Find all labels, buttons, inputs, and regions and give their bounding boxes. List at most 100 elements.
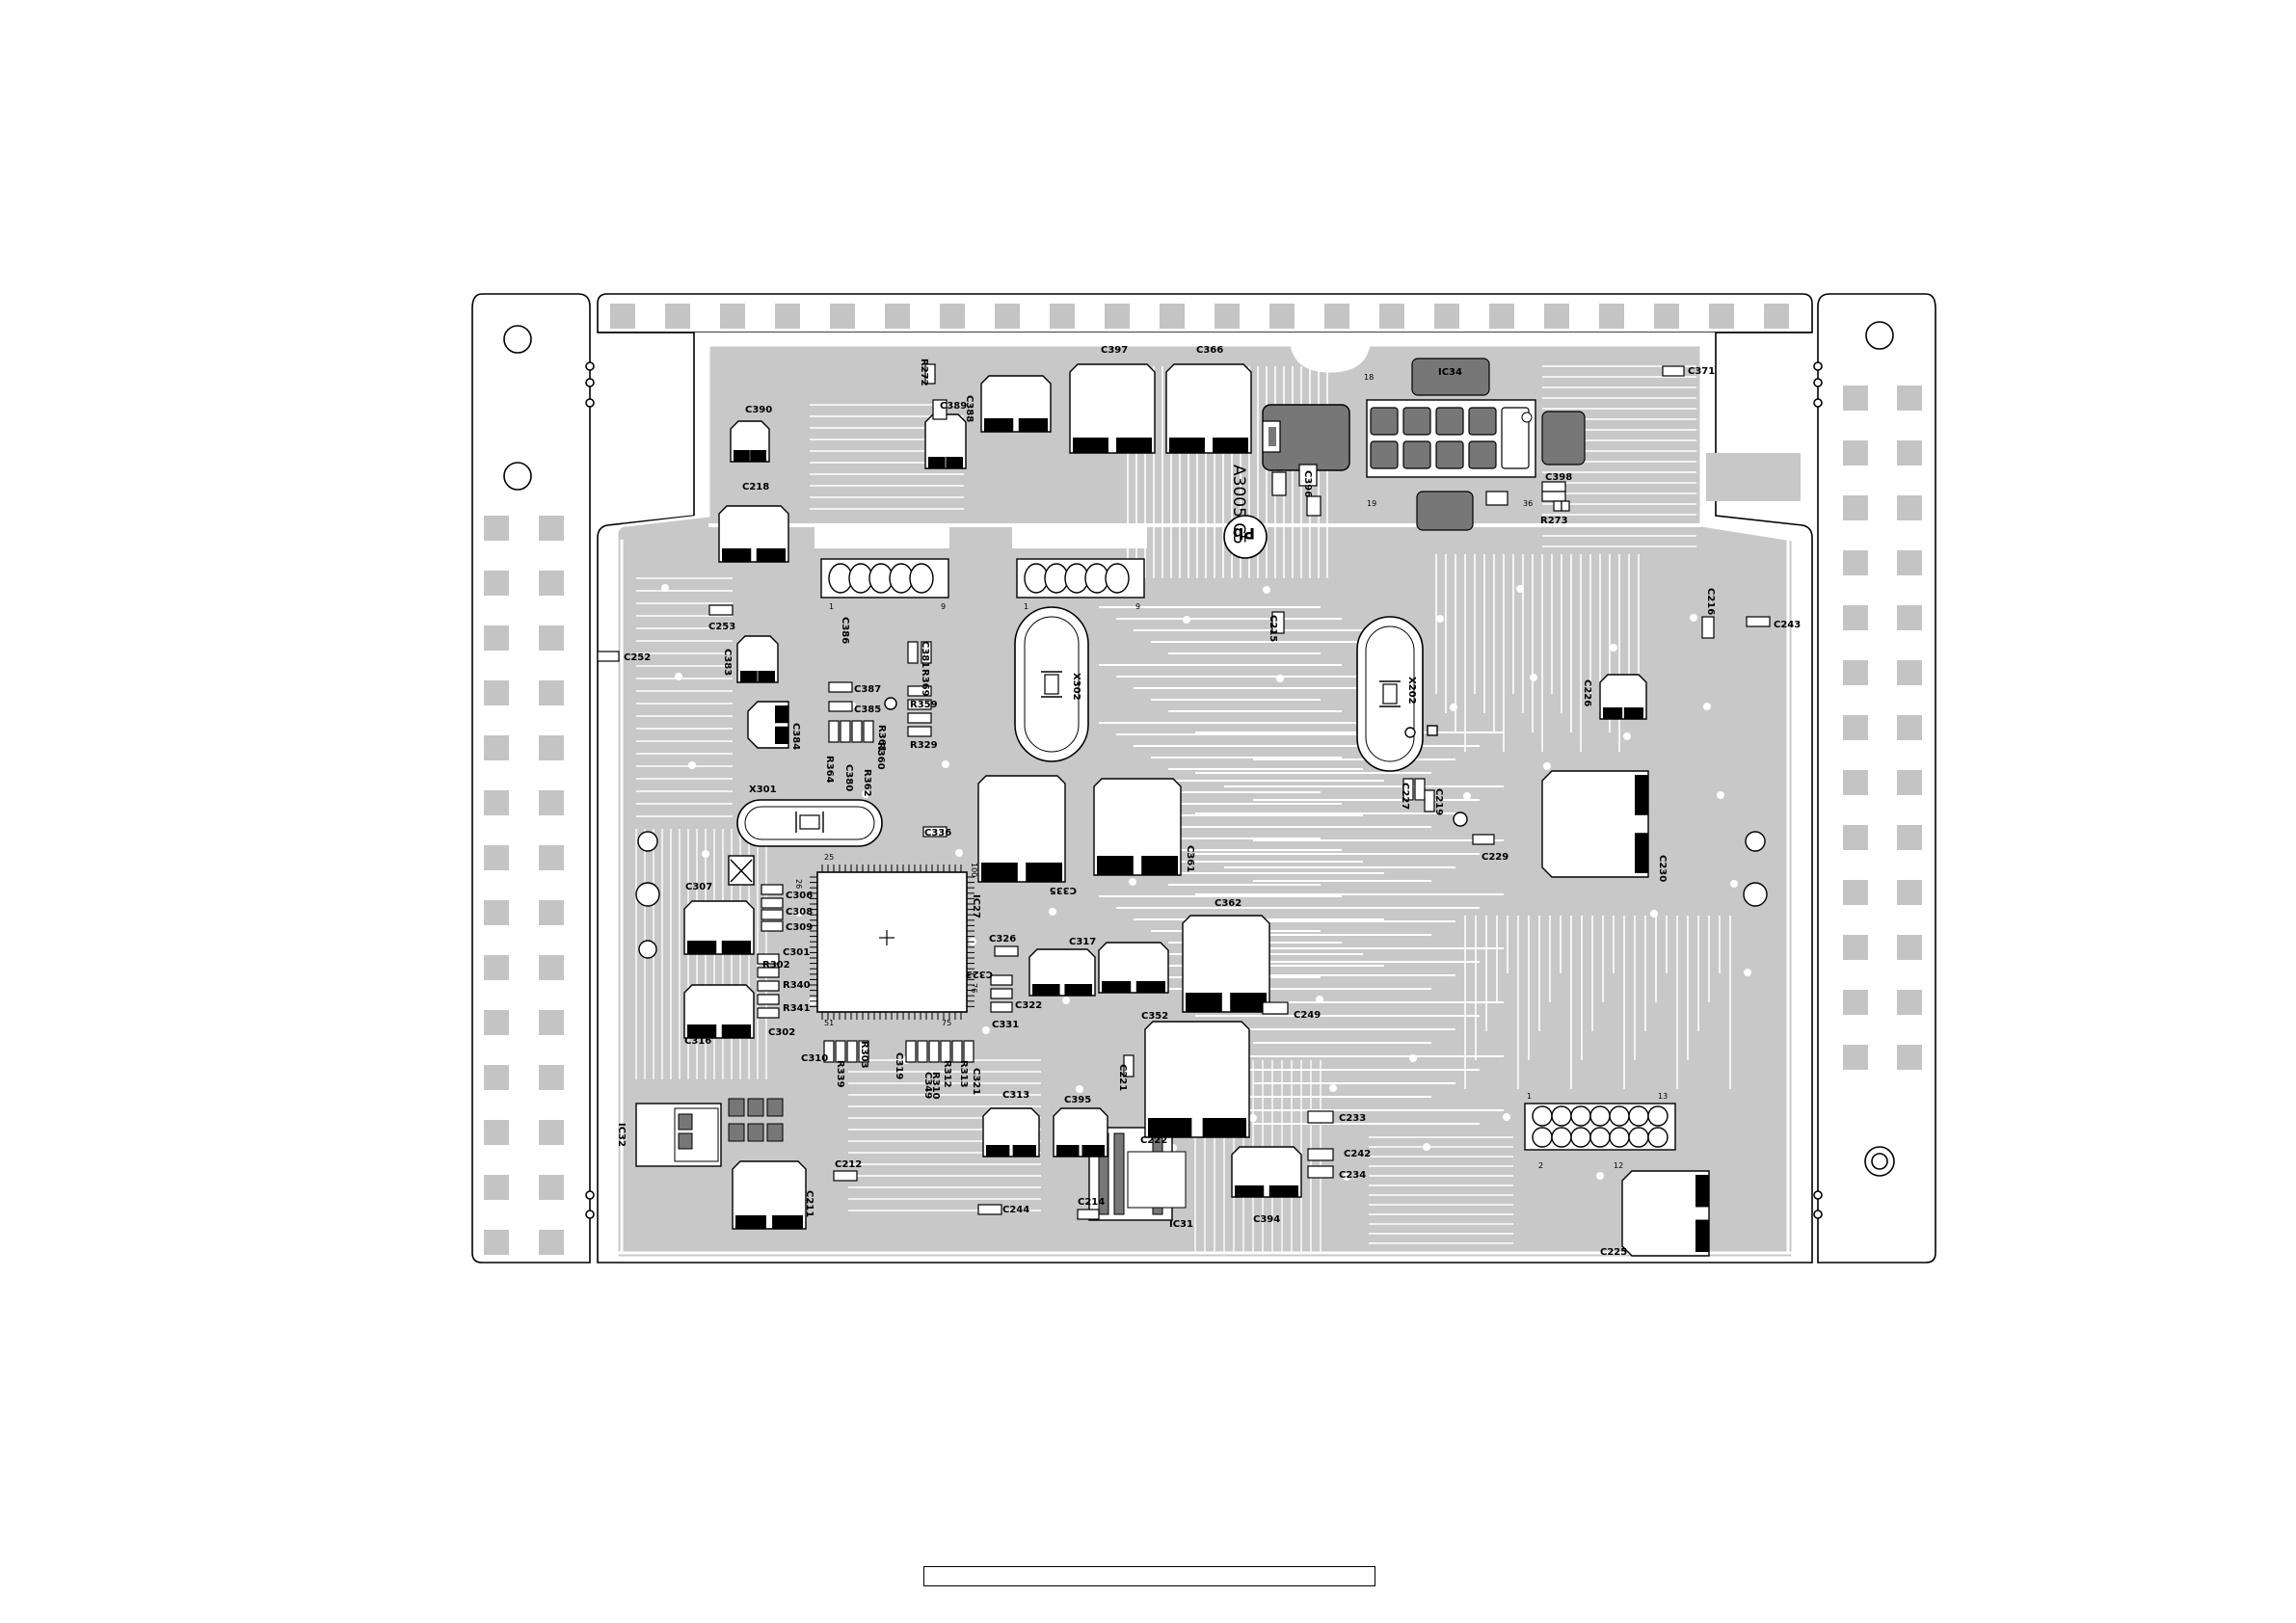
edge-pad xyxy=(484,845,509,870)
electrolytic-capacitor xyxy=(980,375,1052,433)
via-dot xyxy=(1276,675,1284,682)
capacitor-label: C229 xyxy=(1482,852,1508,863)
edge-pad xyxy=(1050,304,1075,329)
capacitor-body xyxy=(1165,363,1252,454)
capacitor-pad xyxy=(1026,863,1062,882)
smd-part xyxy=(1485,491,1508,506)
capacitor-label: C307 xyxy=(685,882,712,892)
edge-pad xyxy=(484,1120,509,1145)
edge-pad xyxy=(1897,770,1922,795)
edge-pad xyxy=(1897,1045,1922,1070)
capacitor-pad xyxy=(1056,1145,1080,1157)
edge-pad xyxy=(484,790,509,815)
capacitor-body xyxy=(1231,1146,1302,1198)
pin-marker: 12 xyxy=(1614,1161,1623,1170)
electrolytic-capacitor xyxy=(683,984,755,1039)
via-dot xyxy=(1409,1054,1417,1062)
edge-pad xyxy=(665,304,690,329)
via-dot xyxy=(1436,615,1444,623)
electrolytic-capacitor xyxy=(683,900,755,955)
edge-pad xyxy=(1843,495,1868,520)
ic27-qfp: IC27 25 26 51 75 76 100 xyxy=(794,853,981,1027)
pin-marker: 51 xyxy=(824,1019,834,1027)
via-dot xyxy=(1049,908,1056,916)
pin-marker: 1 xyxy=(1024,602,1028,611)
capacitor-label: C249 xyxy=(1294,1010,1321,1021)
pin-marker: 19 xyxy=(1367,499,1376,508)
via-dot xyxy=(1263,586,1270,594)
electrolytic-capacitor xyxy=(1098,942,1169,994)
edge-pad xyxy=(1897,495,1922,520)
edge-pad xyxy=(1105,304,1130,329)
smd-part xyxy=(828,720,840,743)
resistor-label: R310 xyxy=(930,1072,941,1100)
capacitor-pad xyxy=(722,548,752,562)
smd-part xyxy=(863,720,874,743)
capacitor-label: C384 xyxy=(790,723,801,750)
via-dot xyxy=(661,584,669,592)
capacitor-label: C244 xyxy=(1002,1205,1029,1215)
capacitor-pad xyxy=(984,418,1014,432)
capacitor-label: C306 xyxy=(786,891,813,901)
edge-pad xyxy=(1897,440,1922,466)
edge-pad xyxy=(484,571,509,596)
capacitor-label: C396 xyxy=(1302,470,1313,497)
edge-pad xyxy=(775,304,800,329)
edge-pad xyxy=(484,516,509,541)
capacitor-label: C302 xyxy=(768,1027,795,1038)
capacitor-label: C389 xyxy=(940,401,967,412)
via-dot xyxy=(942,760,949,768)
electrolytic-capacitor xyxy=(977,775,1066,883)
edge-pad xyxy=(539,625,564,651)
capacitor-label: C219 xyxy=(1433,788,1444,815)
pin-marker: 76 xyxy=(970,983,978,993)
electrolytic-capacitor xyxy=(1053,1107,1108,1157)
smd-part xyxy=(757,1007,780,1019)
edge-pad xyxy=(1897,550,1922,575)
capacitor-label: C211 xyxy=(804,1190,814,1217)
edge-pad xyxy=(1897,990,1922,1015)
crystal-label: X202 xyxy=(1406,677,1417,705)
smd-part xyxy=(905,1040,917,1063)
capacitor-pad xyxy=(1230,993,1267,1012)
resistor-label: R339 xyxy=(835,1060,845,1088)
smd-part xyxy=(1561,500,1570,512)
capacitor-label: C390 xyxy=(745,405,772,415)
electrolytic-capacitor xyxy=(732,1160,807,1230)
edge-pad xyxy=(1269,304,1295,329)
electrolytic-capacitor xyxy=(1599,674,1647,720)
via-dot xyxy=(1316,996,1323,1003)
edge-pad xyxy=(1160,304,1185,329)
capacitor-label: C242 xyxy=(1344,1149,1371,1159)
ic-label: IC27 xyxy=(971,894,981,918)
edge-pad xyxy=(1843,825,1868,850)
capacitor-label: C233 xyxy=(1339,1113,1366,1124)
capacitor-label: C323 xyxy=(966,969,993,979)
capacitor-label: C253 xyxy=(708,622,735,632)
resistor-label: R360 xyxy=(875,742,886,770)
capacitor-label: C331 xyxy=(992,1020,1019,1030)
edge-pad xyxy=(484,625,509,651)
capacitor-pad xyxy=(1135,981,1165,993)
smd-part xyxy=(840,720,851,743)
edge-pad xyxy=(1654,304,1679,329)
edge-pad xyxy=(995,304,1020,329)
edge-pad xyxy=(1709,304,1734,329)
capacitor-body xyxy=(1144,1021,1250,1138)
crystal-label: X301 xyxy=(749,785,777,795)
capacitor-body xyxy=(1069,363,1156,454)
smd-part xyxy=(1662,365,1685,377)
capacitor-label: C352 xyxy=(1141,1011,1168,1022)
capacitor-label: C371 xyxy=(1688,366,1715,377)
smd-part xyxy=(708,604,734,616)
edge-pad xyxy=(1897,715,1922,740)
edge-pad xyxy=(1599,304,1624,329)
capacitor-label: C362 xyxy=(1215,898,1241,909)
edge-pad xyxy=(539,1065,564,1090)
edge-pad xyxy=(539,1120,564,1145)
capacitor-pad xyxy=(735,1215,766,1229)
capacitor-label: C349 xyxy=(922,1072,933,1099)
capacitor-pad xyxy=(1169,438,1205,453)
edge-pad xyxy=(1897,660,1922,685)
via-dot xyxy=(1650,910,1658,918)
